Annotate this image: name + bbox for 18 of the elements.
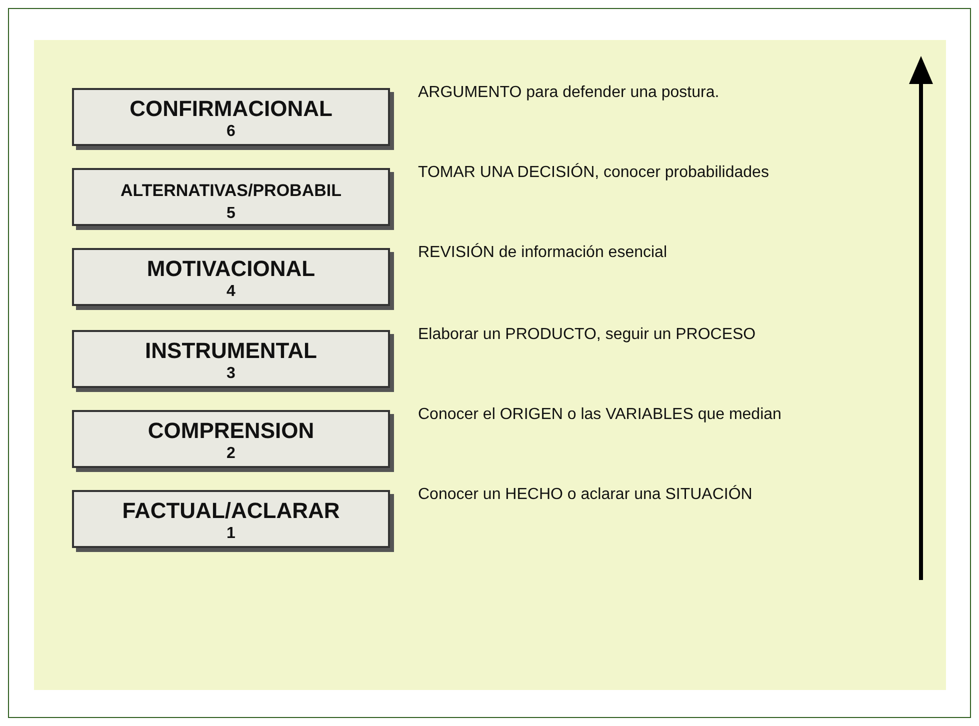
level-number: 3 xyxy=(226,364,236,384)
level-name: INSTRUMENTAL xyxy=(144,338,318,364)
level-description: REVISIÓN de información esencial xyxy=(418,244,667,262)
level-number: 2 xyxy=(226,444,236,464)
level-name: ALTERNATIVAS/PROBABIL xyxy=(120,180,342,202)
level-name: COMPRENSION xyxy=(146,418,316,444)
level-description: Conocer un HECHO o aclarar una SITUACIÓN xyxy=(418,486,752,504)
level-number: 6 xyxy=(226,122,236,142)
level-description: Elaborar un PRODUCTO, seguir un PROCESO xyxy=(418,326,756,344)
level-description: ARGUMENTO para defender una postura. xyxy=(418,84,720,102)
level-number: 5 xyxy=(226,204,236,224)
level-name: MOTIVACIONAL xyxy=(146,256,316,282)
level-name: FACTUAL/ACLARAR xyxy=(121,498,341,524)
level-description: Conocer el ORIGEN o las VARIABLES que median xyxy=(418,406,782,424)
level-description: TOMAR UNA DECISIÓN, conocer probabilidades xyxy=(418,164,769,182)
level-number: 4 xyxy=(226,282,236,302)
level-number: 1 xyxy=(226,524,236,544)
level-name: CONFIRMACIONAL xyxy=(128,96,334,122)
